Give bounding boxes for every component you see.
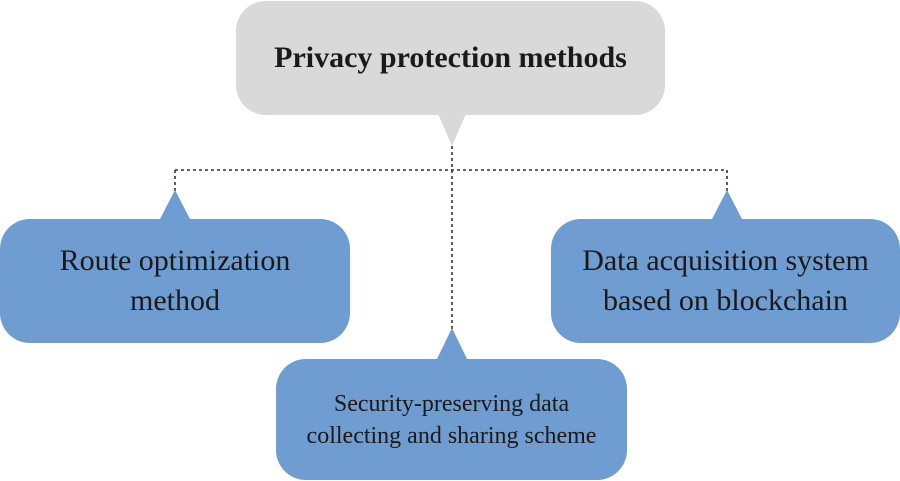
right-pointer	[711, 190, 743, 221]
node-security-preserving: Security-preserving data collecting and …	[276, 359, 627, 480]
root-label: Privacy protection methods	[274, 41, 627, 74]
node-route-optimization: Route optimization method	[0, 219, 350, 343]
node-label: Data acquisition system based on blockch…	[582, 244, 869, 317]
middle-pointer	[436, 328, 468, 361]
left-pointer	[159, 190, 191, 221]
root-pointer	[438, 114, 466, 146]
root-node: Privacy protection methods	[236, 1, 665, 115]
node-data-acquisition: Data acquisition system based on blockch…	[551, 219, 900, 343]
node-label: Security-preserving data collecting and …	[306, 390, 597, 449]
node-label: Route optimization method	[59, 244, 291, 317]
